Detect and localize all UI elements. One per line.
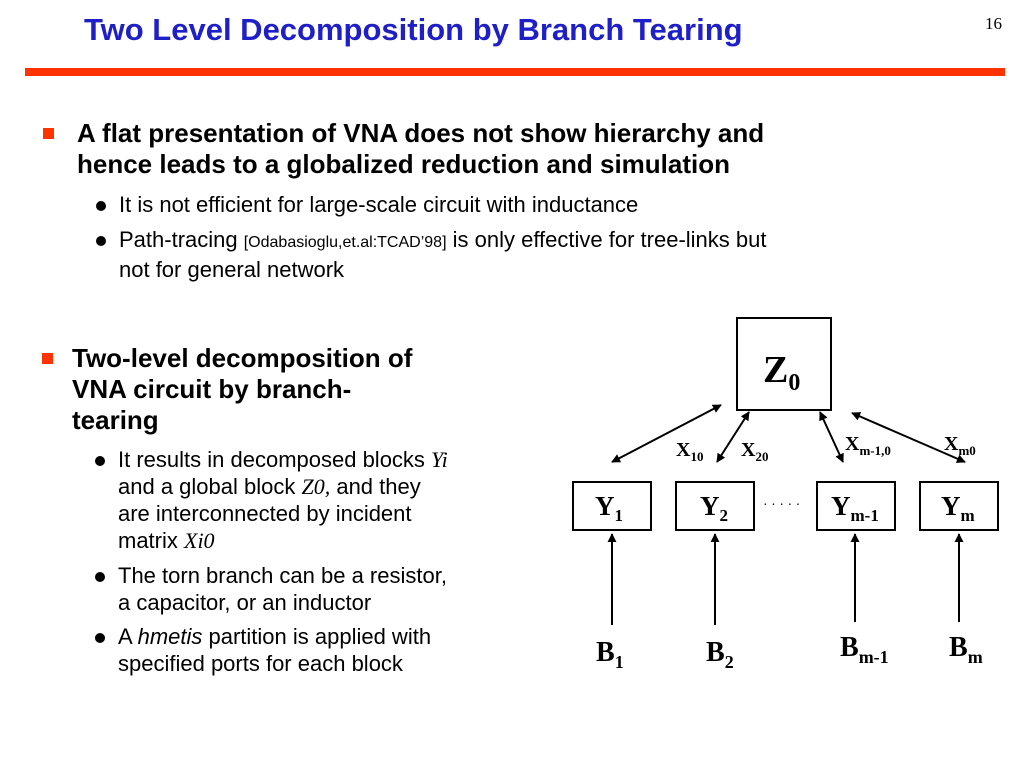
round-bullet-icon (95, 633, 105, 643)
bullet-line: A hmetis partition is applied with (118, 623, 558, 650)
sub-bullet-decomposed-blocks: It results in decomposed blocks Yi and a… (95, 446, 558, 554)
z0-label: Z0 (763, 349, 800, 396)
y1-block (572, 481, 652, 531)
xm0-arrow (851, 412, 966, 463)
z0-block (736, 317, 832, 411)
hmetis-term: hmetis (137, 624, 203, 649)
text: partition is applied with (202, 624, 432, 649)
ym-1-block (816, 481, 896, 531)
bm-label: Bm (949, 632, 983, 667)
sub-bullet-hmetis: A hmetis partition is applied with speci… (95, 623, 558, 677)
bullet-line: VNA circuit by branch- (72, 374, 352, 404)
text: matrix (118, 528, 184, 553)
bullet-line: A flat presentation of VNA does not show… (77, 118, 765, 148)
text: Path-tracing (119, 227, 244, 252)
bullet-two-level: Two-level decomposition of VNA circuit b… (42, 343, 542, 436)
sub-bullet-path-tracing: Path-tracing [Odabasioglu,et.al:TCAD’98]… (96, 226, 1009, 283)
xm-1-0-arrow (819, 411, 844, 463)
bullet-line: The torn branch can be a resistor, (118, 563, 447, 588)
round-bullet-icon (96, 236, 106, 246)
text: A (118, 624, 138, 649)
ellipsis: · · · · · (763, 498, 800, 513)
sub-bullet-efficiency: It is not efficient for large-scale circ… (96, 191, 999, 218)
slide-title: Two Level Decomposition by Branch Tearin… (84, 12, 743, 47)
y2-block (675, 481, 755, 531)
sub-bullet-torn-branch: The torn branch can be a resistor, a cap… (95, 562, 558, 616)
bullet-line: Two-level decomposition of (72, 343, 413, 373)
title-divider (25, 68, 1005, 76)
ym-label: Ym (941, 491, 975, 525)
text: It results in decomposed blocks (118, 447, 432, 472)
xm-1-0-label: Xm-1,0 (845, 433, 891, 458)
math-z0: Z0, (301, 474, 331, 499)
math-yi: Yi (431, 447, 448, 472)
bullet-line: matrix Xi0 (118, 527, 558, 554)
bullet-line: It results in decomposed blocks Yi (118, 446, 558, 473)
ym-block (919, 481, 999, 531)
y1-label: Y1 (595, 491, 623, 525)
round-bullet-icon (95, 456, 105, 466)
round-bullet-icon (96, 201, 106, 211)
b2-label: B2 (706, 637, 734, 672)
bullet-line: not for general network (119, 257, 345, 282)
b1-label: B1 (596, 637, 624, 672)
x20-arrow (716, 411, 750, 463)
bullet-line: a capacitor, or an inductor (118, 590, 372, 615)
bullet-line: hence leads to a globalized reduction an… (77, 149, 730, 179)
square-bullet-icon (43, 128, 54, 139)
bullet-line: tearing (72, 405, 159, 435)
citation: [Odabasioglu,et.al:TCAD’98] (243, 234, 447, 251)
x10-label: X10 (676, 439, 703, 464)
text: is only effective for tree-links but (446, 227, 767, 252)
bullet-line: are interconnected by incident (118, 501, 412, 526)
ym-1-label: Ym-1 (831, 491, 879, 525)
x10-arrow (611, 404, 722, 463)
bullet-line: It is not efficient for large-scale circ… (119, 192, 639, 217)
round-bullet-icon (95, 572, 105, 582)
page-number: 16 (985, 14, 1002, 33)
x20-label: X20 (741, 439, 768, 464)
bullet-line: Path-tracing [Odabasioglu,et.al:TCAD’98]… (119, 226, 1009, 256)
bullet-line: and a global block Z0, and they (118, 473, 558, 500)
bm-1-label: Bm-1 (840, 632, 889, 667)
square-bullet-icon (42, 353, 53, 364)
text: and a global block (118, 474, 302, 499)
bullet-line: specified ports for each block (118, 651, 403, 676)
bullet-flat-presentation: A flat presentation of VNA does not show… (43, 118, 1007, 180)
math-xi0: Xi0 (184, 528, 215, 553)
y2-label: Y2 (700, 491, 728, 525)
text: and they (330, 474, 421, 499)
xm0-label: Xm0 (944, 433, 976, 458)
